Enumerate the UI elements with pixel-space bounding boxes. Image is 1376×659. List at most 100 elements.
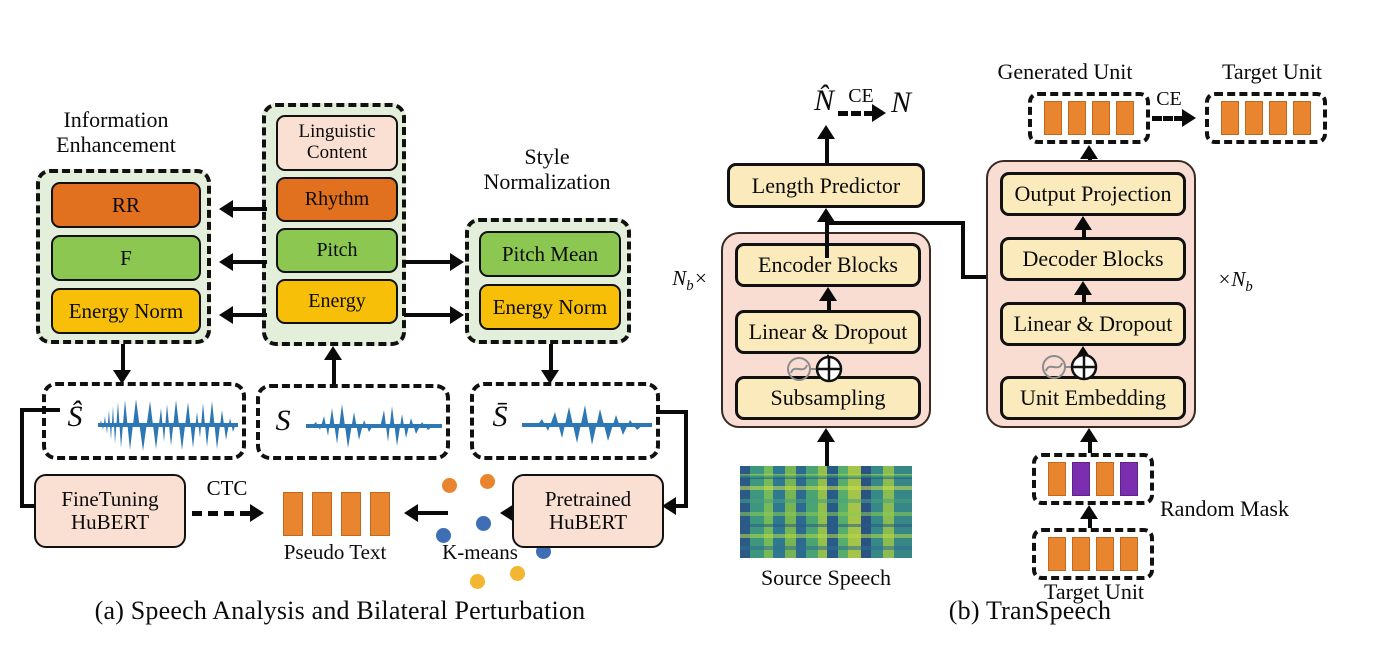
arrow-energy-to-energynorm-right (404, 306, 466, 324)
encoder-module: Encoder Blocks Linear & Dropout Subsampl… (721, 232, 931, 428)
model-pretrained-hubert[interactable]: Pretrained HuBERT (512, 474, 664, 548)
target-unit-item (1072, 537, 1090, 571)
arrow-ce-units-dashed (1152, 109, 1206, 127)
target-unit-item (1096, 537, 1114, 571)
target-unit-item (1048, 537, 1066, 571)
label-target-unit-top: Target Unit (1221, 59, 1323, 84)
arrow-pitch-to-f (219, 253, 267, 271)
waveform-s-hat (98, 399, 238, 451)
decoder-repeat-label: ×Nb (1204, 244, 1266, 295)
generated-unit-item (1068, 101, 1086, 135)
waveform-symbol-s-bar: S̄ (492, 400, 508, 433)
arrow-s-to-attributes (324, 346, 344, 386)
kmeans-point (436, 528, 451, 543)
kmeans-point (510, 566, 525, 581)
block-decoder-blocks[interactable]: Decoder Blocks (1000, 237, 1186, 281)
waveform-symbol-s-hat: Ŝ (67, 400, 83, 433)
pill-energy[interactable]: Energy (276, 279, 398, 324)
pill-linguistic-content[interactable]: Linguistic Content (276, 115, 398, 171)
arrow-decoder-to-output (1074, 216, 1094, 238)
pseudo-unit (370, 492, 390, 536)
caption-panel-a: (a) Speech Analysis and Bilateral Pertur… (94, 596, 586, 625)
label-ce-units: CE (1156, 88, 1182, 110)
speech-attributes-group: Linguistic Content Rhythm Pitch Energy (262, 103, 406, 346)
label-generated-unit: Generated Unit (997, 59, 1133, 84)
block-linear-dropout-encoder[interactable]: Linear & Dropout (735, 310, 921, 354)
arrow-masked-to-embedding (1080, 428, 1100, 464)
waveform-s-bar (522, 405, 652, 445)
target-unit-item (1269, 101, 1287, 135)
waveform-box-s: S (256, 384, 450, 460)
arrow-ctc-dashed (192, 504, 274, 522)
kmeans-point (476, 516, 491, 531)
positional-encoding-add-encoder (787, 355, 843, 383)
pill-rhythm[interactable]: Rhythm (276, 177, 398, 222)
masked-unit-item (1096, 462, 1114, 496)
label-pseudo-text: Pseudo Text (283, 540, 387, 564)
label-ctc: CTC (206, 476, 248, 500)
generated-unit-item (1092, 101, 1110, 135)
kmeans-point (470, 574, 485, 589)
masked-unit-item-masked (1072, 462, 1090, 496)
arrow-ie-to-shat (113, 344, 133, 384)
arrow-encoder-to-decoder (825, 221, 1005, 291)
label-ce-length: CE (848, 85, 874, 107)
target-unit-item (1293, 101, 1311, 135)
label-source-speech: Source Speech (760, 565, 892, 590)
target-unit-box-bottom (1032, 528, 1154, 580)
length-predicted-symbol: N̂ (813, 84, 834, 117)
masked-unit-item-masked (1120, 462, 1138, 496)
decoder-repeat-text: ×Nb (1217, 266, 1253, 295)
waveform-s (306, 404, 442, 448)
pill-pitch-mean[interactable]: Pitch Mean (479, 231, 621, 277)
block-output-projection[interactable]: Output Projection (1000, 172, 1186, 216)
kmeans-point (480, 474, 495, 489)
kmeans-point (442, 478, 457, 493)
masked-unit-item (1048, 462, 1066, 496)
arrow-to-length-predictor (817, 125, 837, 163)
arrow-linear-to-decoder (1074, 281, 1094, 303)
generated-unit-item (1044, 101, 1062, 135)
block-linear-dropout-decoder[interactable]: Linear & Dropout (1000, 302, 1186, 346)
model-finetuning-hubert[interactable]: FineTuning HuBERT (34, 474, 186, 548)
encoder-repeat-label: Nb× (659, 243, 721, 294)
arrow-spectrogram-to-subsampling (817, 428, 837, 468)
arrow-style-to-sbar (541, 344, 561, 384)
waveform-box-s-bar: S̄ (470, 382, 660, 460)
encoder-repeat-text: Nb× (672, 265, 708, 294)
arrow-ce-length-dashed (838, 104, 892, 122)
generated-unit-box (1028, 92, 1150, 144)
block-unit-embedding[interactable]: Unit Embedding (1000, 376, 1186, 420)
pseudo-unit (341, 492, 361, 536)
source-speech-spectrogram (740, 466, 912, 558)
label-kmeans: K-means (442, 540, 518, 564)
style-normalization-group: Pitch Mean Energy Norm (465, 218, 631, 344)
target-unit-item (1245, 101, 1263, 135)
target-unit-item (1221, 101, 1239, 135)
pill-energy-norm-right[interactable]: Energy Norm (479, 284, 621, 330)
pseudo-text-units (283, 492, 399, 536)
arrow-linear-to-encoder (819, 287, 839, 311)
decoder-module: Output Projection Decoder Blocks Linear … (986, 160, 1196, 428)
style-normalization-title: Style Normalization (483, 144, 611, 194)
kmeans-scatter (418, 472, 558, 589)
pill-rr[interactable]: RR (51, 182, 201, 228)
positional-encoding-add-decoder (1042, 353, 1098, 381)
waveform-symbol-s: S (275, 404, 291, 437)
arrow-energy-to-energynorm (219, 306, 267, 324)
pill-pitch[interactable]: Pitch (276, 228, 398, 273)
waveform-box-s-hat: Ŝ (42, 382, 246, 460)
pseudo-unit (283, 492, 303, 536)
pill-energy-norm-left[interactable]: Energy Norm (51, 288, 201, 334)
arrow-kmeans-to-pseudo (404, 504, 448, 522)
pseudo-unit (312, 492, 332, 536)
arrow-encoder-to-length (817, 208, 837, 258)
pill-f[interactable]: F (51, 235, 201, 281)
label-target-unit-bottom: Target Unit (1043, 579, 1145, 604)
target-unit-item (1120, 537, 1138, 571)
label-random-mask: Random Mask (1160, 496, 1289, 521)
block-length-predictor[interactable]: Length Predictor (727, 163, 925, 208)
information-enhancement-title: Information Enhancement (56, 107, 176, 157)
generated-unit-item (1116, 101, 1134, 135)
